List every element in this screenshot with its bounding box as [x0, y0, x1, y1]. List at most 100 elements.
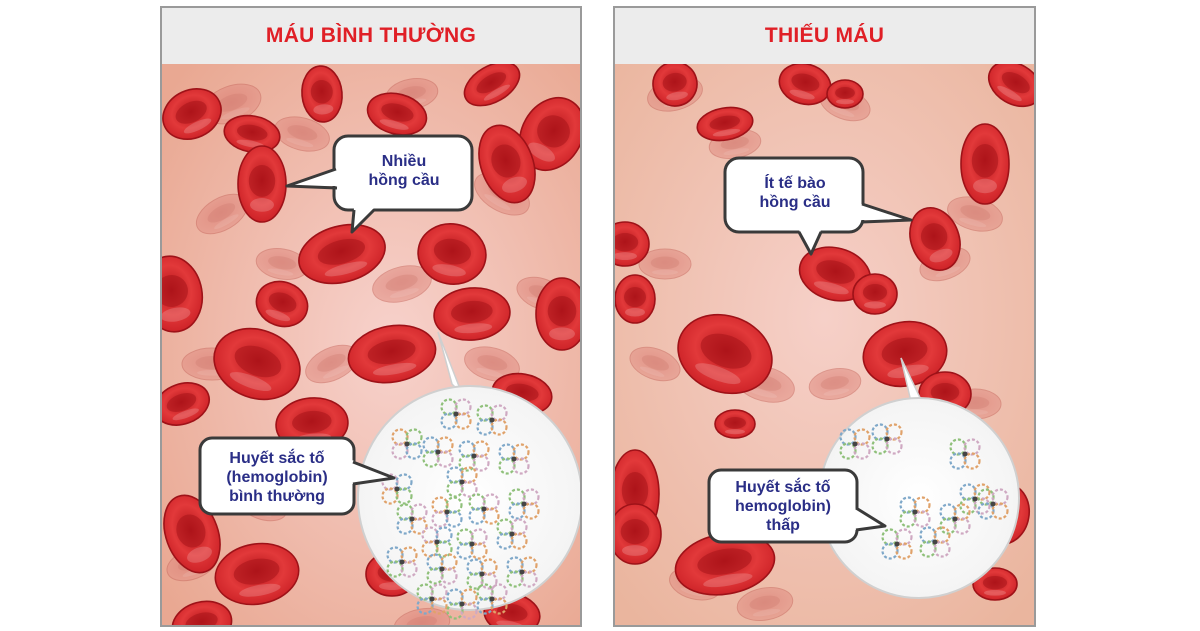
callout-cells-text: Ít tế bào hồng cầu	[729, 174, 861, 212]
callout-cells-text: Nhiều hồng cầu	[338, 152, 470, 190]
panel-title: MÁU BÌNH THƯỜNG	[265, 24, 477, 47]
callout-line: thấp	[766, 517, 800, 534]
hemoglobin-molecule	[496, 518, 528, 550]
red-blood-cell	[862, 320, 948, 388]
red-blood-cell	[615, 221, 650, 267]
hemoglobin-molecules	[839, 423, 1009, 560]
blood-scene: Ít tế bào hồng cầu Huyết sắc tố hemoglob…	[615, 64, 1034, 625]
hemoglobin-molecule	[381, 473, 413, 505]
panel-title: THIẾU MÁU	[764, 24, 885, 47]
hemoglobin-molecule	[422, 436, 454, 468]
red-blood-cell	[255, 280, 309, 328]
callout-bubble-cells	[723, 156, 913, 256]
red-blood-cell	[433, 287, 511, 341]
red-blood-cell	[960, 123, 1010, 205]
red-blood-cell	[298, 223, 386, 285]
callout-line: (hemoglobin)	[226, 469, 328, 486]
red-blood-cell	[798, 246, 872, 302]
hemoglobin-molecule	[416, 583, 448, 615]
red-blood-cell	[947, 196, 1003, 232]
red-blood-cell	[519, 97, 580, 171]
red-blood-cell	[972, 567, 1018, 601]
red-blood-cell	[237, 145, 287, 223]
red-blood-cell	[347, 324, 437, 384]
hemoglobin-molecule	[871, 423, 903, 455]
callout-line: Huyết sắc tố	[229, 450, 325, 467]
hemoglobin-molecule	[949, 438, 981, 470]
red-blood-cell	[305, 344, 359, 384]
red-blood-cell	[535, 277, 580, 351]
red-blood-cell	[214, 542, 300, 606]
red-blood-cell	[909, 207, 961, 271]
callout-line: Nhiều	[381, 153, 427, 170]
hemoglobin-molecule	[426, 553, 458, 585]
red-blood-cell	[826, 79, 864, 109]
blood-scene: Nhiều hồng cầu Huyết sắc tố (hemoglobin)…	[162, 64, 580, 625]
red-blood-cell	[638, 248, 692, 280]
hemoglobin-molecule	[468, 493, 500, 525]
callout-line: hemoglobin)	[735, 498, 831, 515]
red-blood-cell	[162, 88, 222, 140]
hemoglobin-molecule	[421, 526, 453, 558]
hemoglobin-molecule	[498, 443, 530, 475]
callout-bubble-hemoglobin	[707, 468, 887, 544]
red-blood-cell	[223, 114, 281, 154]
red-blood-cell	[417, 223, 487, 285]
red-blood-cell	[162, 255, 204, 333]
hemoglobin-molecules	[381, 398, 540, 620]
hemoglobin-molecule	[391, 428, 423, 460]
red-blood-cell	[852, 273, 898, 315]
hemoglobin-molecule	[939, 503, 971, 535]
red-blood-cell	[615, 503, 662, 565]
callout-line: Huyết sắc tố	[735, 479, 831, 496]
hemoglobin-molecule	[476, 583, 508, 615]
red-blood-cell	[714, 409, 756, 439]
callout-line: Ít tế bào	[764, 175, 826, 192]
hemoglobin-molecule	[839, 428, 871, 460]
hemoglobin-molecule	[881, 528, 913, 560]
red-blood-cell	[274, 116, 330, 152]
hemoglobin-molecule	[476, 404, 508, 436]
hemoglobin-molecule	[466, 558, 498, 590]
red-blood-cells	[162, 64, 580, 625]
hemoglobin-zoom-circle	[818, 357, 1020, 599]
hemoglobin-molecule	[458, 440, 490, 472]
red-blood-cell	[463, 64, 521, 107]
panel-anemia: THIẾU MÁU	[613, 6, 1036, 627]
hemoglobin-molecule	[396, 503, 428, 535]
red-blood-cell	[255, 248, 309, 280]
hemoglobin-molecule	[440, 398, 472, 430]
hemoglobin-molecule	[508, 488, 540, 520]
hemoglobin-molecule	[431, 496, 463, 528]
red-blood-cell	[171, 600, 233, 625]
callout-hemoglobin-text: Huyết sắc tố hemoglobin) thấp	[711, 478, 855, 535]
panel-header: THIẾU MÁU	[615, 8, 1034, 64]
callout-line: bình thường	[229, 488, 325, 505]
callout-bubble-cells	[285, 134, 474, 234]
red-blood-cell	[163, 494, 221, 574]
red-blood-cell	[736, 587, 794, 621]
hemoglobin-molecule	[959, 483, 991, 515]
hemoglobin-molecule	[506, 556, 538, 588]
hemoglobin-molecule	[446, 466, 478, 498]
panel-header: MÁU BÌNH THƯỜNG	[162, 8, 580, 64]
panel-normal-blood: MÁU BÌNH THƯỜNG	[160, 6, 582, 627]
hemoglobin-molecule	[899, 496, 931, 528]
red-blood-cells	[615, 64, 1034, 621]
hemoglobin-molecule	[977, 488, 1009, 520]
red-blood-cell	[987, 64, 1034, 108]
hemoglobin-molecule	[919, 526, 951, 558]
blood-illustration	[162, 64, 580, 625]
red-blood-cell	[629, 346, 681, 382]
callout-line: hồng cầu	[759, 194, 831, 211]
red-blood-cell	[652, 64, 698, 107]
red-blood-cell	[301, 65, 343, 123]
red-blood-cell	[615, 274, 656, 324]
hemoglobin-zoom-circle	[357, 331, 580, 620]
red-blood-cell	[677, 313, 773, 395]
callout-bubble-hemoglobin	[198, 436, 396, 516]
red-blood-cell	[778, 64, 832, 106]
blood-illustration	[615, 64, 1034, 625]
red-blood-cell	[393, 607, 451, 625]
red-blood-cell	[696, 106, 754, 142]
